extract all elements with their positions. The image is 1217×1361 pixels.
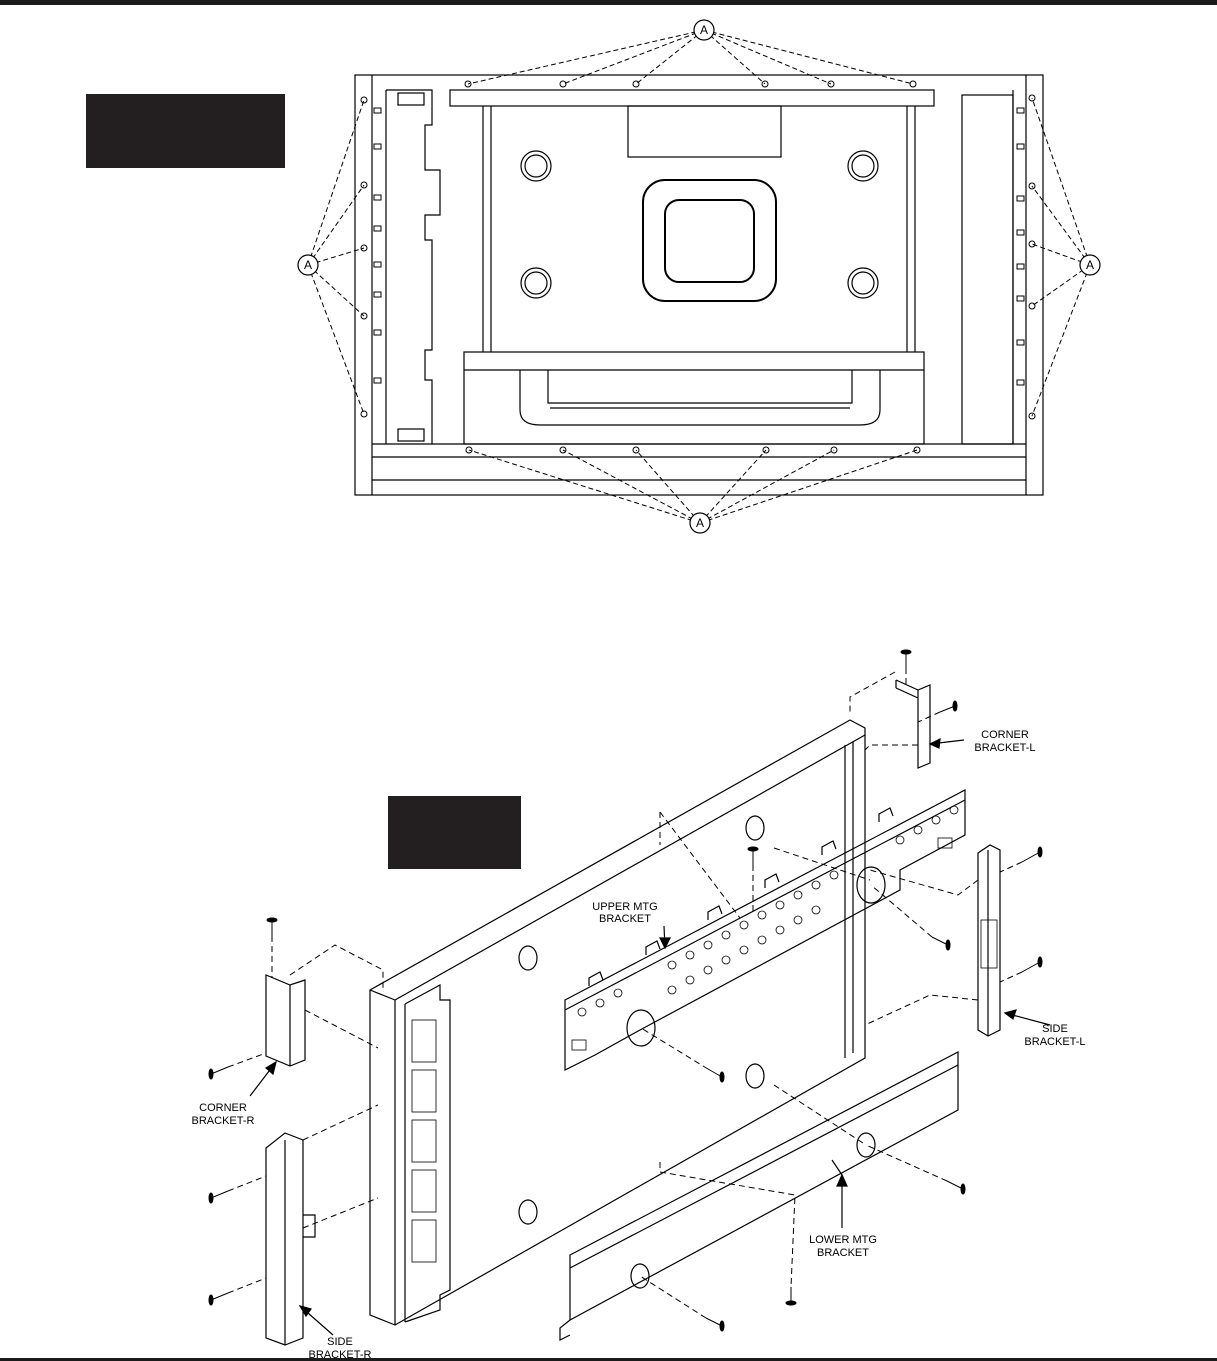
lower-mtg-bracket xyxy=(569,1051,959,1322)
svg-text:CORNER: CORNER xyxy=(199,1102,247,1114)
bottom-rule xyxy=(0,1358,1217,1361)
top-rule xyxy=(0,0,1217,5)
boss-br xyxy=(847,267,879,299)
svg-text:UPPER MTG: UPPER MTG xyxy=(592,901,657,913)
callout-left: A xyxy=(297,254,319,276)
svg-text:LOWER MTG: LOWER MTG xyxy=(809,1234,877,1246)
screw-upper-bracket-l xyxy=(707,1068,725,1083)
svg-text:SIDE: SIDE xyxy=(1042,1023,1068,1035)
svg-text:BRACKET: BRACKET xyxy=(599,913,651,925)
label-side-bracket-l: SIDE BRACKET-L xyxy=(1024,1023,1085,1048)
svg-text:A: A xyxy=(304,258,312,272)
rear-view-holes xyxy=(360,80,1036,454)
figure-label-box-2 xyxy=(388,796,521,869)
upper-mtg-bracket xyxy=(564,789,966,1071)
callout-leaders xyxy=(307,29,1091,524)
boss-tl xyxy=(520,150,552,182)
upper-bar xyxy=(449,89,935,107)
svg-text:CORNER: CORNER xyxy=(981,729,1029,741)
callout-bottom: A xyxy=(689,512,711,534)
screw-upper-bracket-r xyxy=(931,936,951,951)
label-arrows xyxy=(249,737,1051,1336)
svg-text:BRACKET-R: BRACKET-R xyxy=(309,1349,372,1361)
label-upper-mtg-bracket: UPPER MTG BRACKET xyxy=(592,901,657,925)
screw-upper-center xyxy=(747,846,759,865)
screw-side-l-1 xyxy=(1021,846,1043,863)
svg-text:BRACKET: BRACKET xyxy=(817,1247,869,1259)
panel-frame xyxy=(369,719,866,1326)
callout-top: A xyxy=(693,19,715,41)
side-bracket-r xyxy=(265,1132,304,1346)
boss-tr xyxy=(847,150,879,182)
figure-label-box-1 xyxy=(86,94,285,168)
assembly-leaders xyxy=(227,668,1023,1319)
svg-text:A: A xyxy=(700,23,708,37)
corner-bracket-r xyxy=(265,974,306,1067)
side-bracket-l xyxy=(977,844,1001,1037)
screw-top-corner-r xyxy=(266,917,278,936)
svg-text:A: A xyxy=(1086,258,1094,272)
exploded-view xyxy=(265,679,1001,1346)
callout-right: A xyxy=(1079,254,1101,276)
corner-bracket-l xyxy=(895,679,931,769)
screw-corner-r xyxy=(208,1066,229,1080)
screw-side-l-2 xyxy=(1021,956,1043,973)
panel-outline xyxy=(354,74,1044,496)
svg-text:SIDE: SIDE xyxy=(327,1336,353,1348)
screw-side-r-1 xyxy=(208,1190,229,1204)
upper-bracket-holes xyxy=(571,805,959,1051)
svg-text:BRACKET-L: BRACKET-L xyxy=(1024,1036,1085,1048)
label-corner-bracket-l: CORNER BRACKET-L xyxy=(974,729,1035,754)
screw-lower-r xyxy=(946,1180,966,1195)
screw-lower-l xyxy=(705,1317,725,1332)
vent-grille xyxy=(411,1019,437,1263)
svg-text:A: A xyxy=(696,516,704,530)
label-lower-mtg-bracket: LOWER MTG BRACKET xyxy=(809,1234,877,1259)
screw-lower-center xyxy=(785,1287,797,1306)
screws xyxy=(208,649,1043,1332)
label-corner-bracket-r: CORNER BRACKET-R xyxy=(192,1102,255,1127)
screw-top-corner-l xyxy=(900,649,912,668)
label-side-bracket-r: SIDE BRACKET-R xyxy=(309,1336,372,1361)
screw-corner-l xyxy=(939,700,958,713)
screw-side-r-2 xyxy=(208,1292,229,1306)
svg-text:BRACKET-L: BRACKET-L xyxy=(974,742,1035,754)
boss-bl xyxy=(520,267,552,299)
svg-text:BRACKET-R: BRACKET-R xyxy=(192,1115,255,1127)
rear-view xyxy=(354,74,1044,496)
